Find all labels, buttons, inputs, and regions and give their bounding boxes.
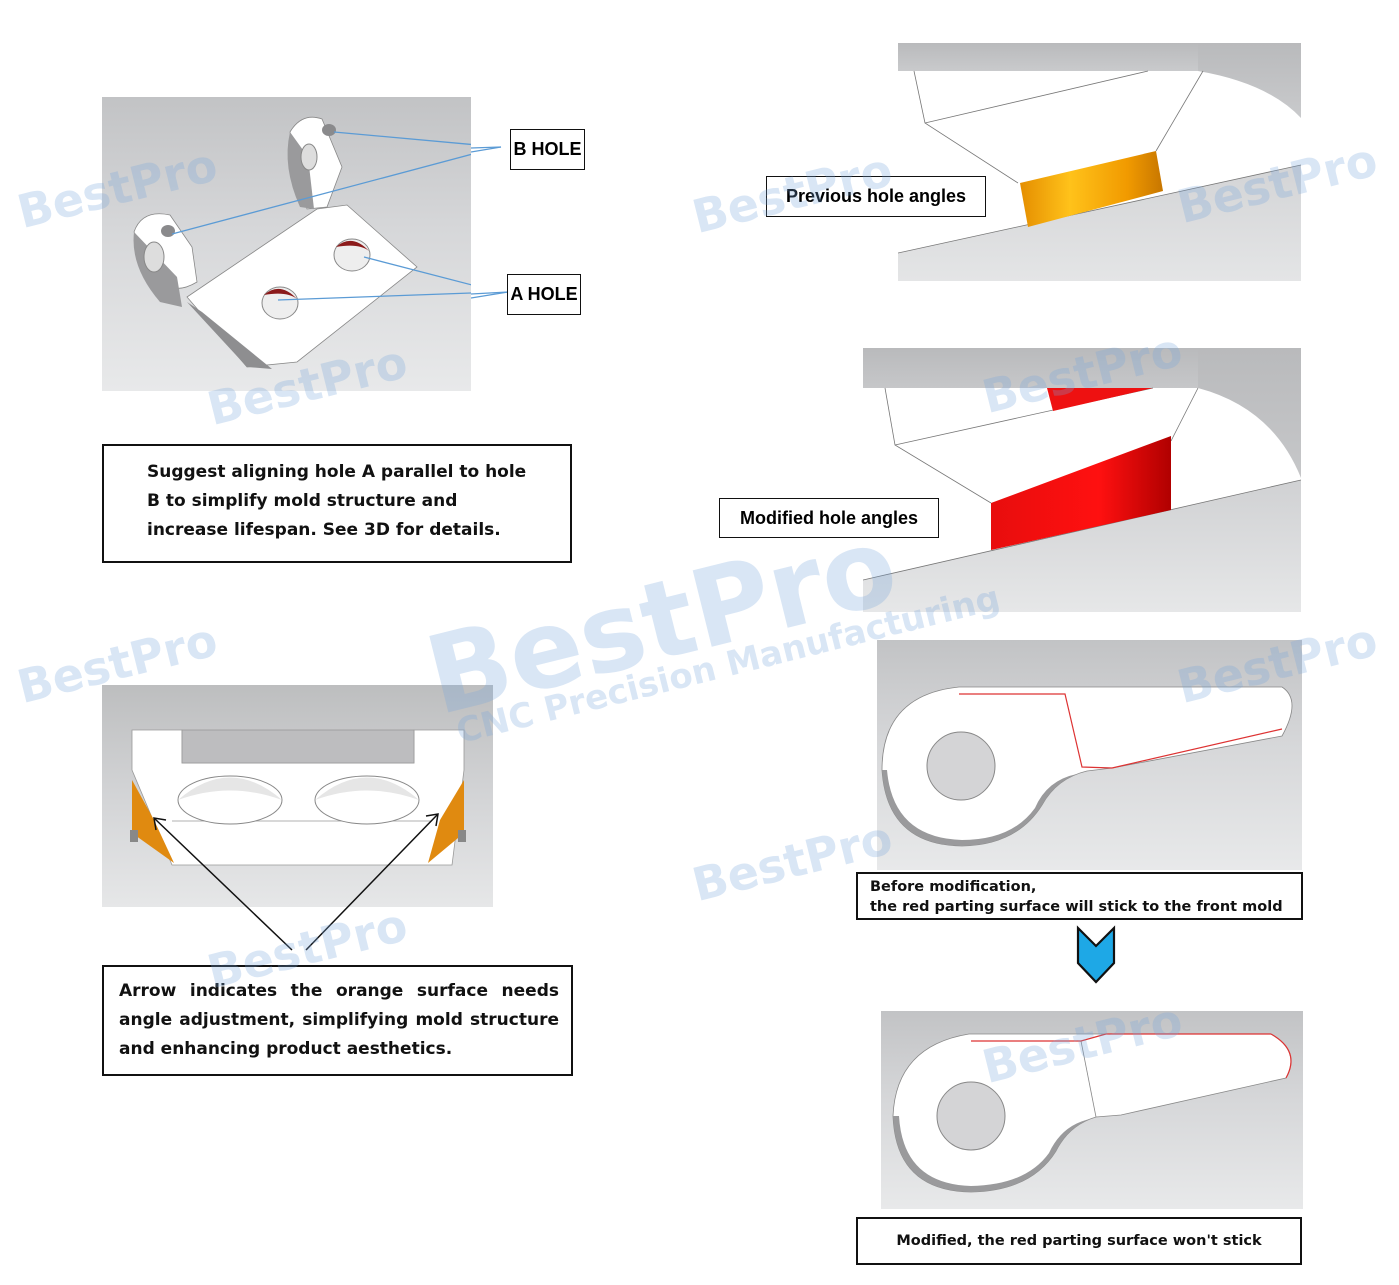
before-caption-line-2: the red parting surface will stick to th… <box>870 899 1283 915</box>
lever-part-after-render <box>892 1033 1292 1193</box>
after-modification-caption: Modified, the red parting surface won't … <box>856 1217 1302 1265</box>
after-modification-image <box>881 1011 1303 1209</box>
left-orange-surface <box>132 780 174 863</box>
modified-hole-angles-label: Modified hole angles <box>719 498 939 538</box>
previous-hole-surface <box>1020 151 1163 227</box>
before-modification-caption: Before modification, the red parting sur… <box>856 872 1303 920</box>
chevron-down-icon <box>1076 925 1116 984</box>
modified-hole-surface <box>991 436 1171 550</box>
modified-hole-angles-image <box>863 348 1301 612</box>
right-orange-surface <box>428 780 464 863</box>
hole-alignment-note-text: Suggest aligning hole A parallel to hole… <box>147 462 527 540</box>
hole-alignment-note: Suggest aligning hole A parallel to hole… <box>102 444 572 563</box>
before-caption-line-1: Before modification, <box>870 879 1037 895</box>
leader-lines <box>471 146 509 299</box>
orange-surface-note-text: Arrow indicates the orange surface needs… <box>119 981 559 1059</box>
bracket-3d-render <box>133 116 471 369</box>
bracket-holes-image <box>102 97 471 391</box>
orange-surface-note: Arrow indicates the orange surface needs… <box>102 965 573 1076</box>
indicator-arrows <box>153 813 439 951</box>
orange-surface-image <box>102 685 493 907</box>
previous-hole-angles-image <box>898 43 1301 281</box>
part-front-view-render <box>130 729 466 866</box>
after-caption-text: Modified, the red parting surface won't … <box>896 1233 1262 1249</box>
section-view-previous <box>898 43 1301 281</box>
a-hole-label: A HOLE <box>507 274 581 315</box>
lever-part-before-render <box>881 686 1293 847</box>
b-hole-label: B HOLE <box>510 129 585 170</box>
section-view-modified <box>863 348 1301 612</box>
before-modification-image <box>877 640 1302 870</box>
previous-hole-angles-label: Previous hole angles <box>766 176 986 217</box>
